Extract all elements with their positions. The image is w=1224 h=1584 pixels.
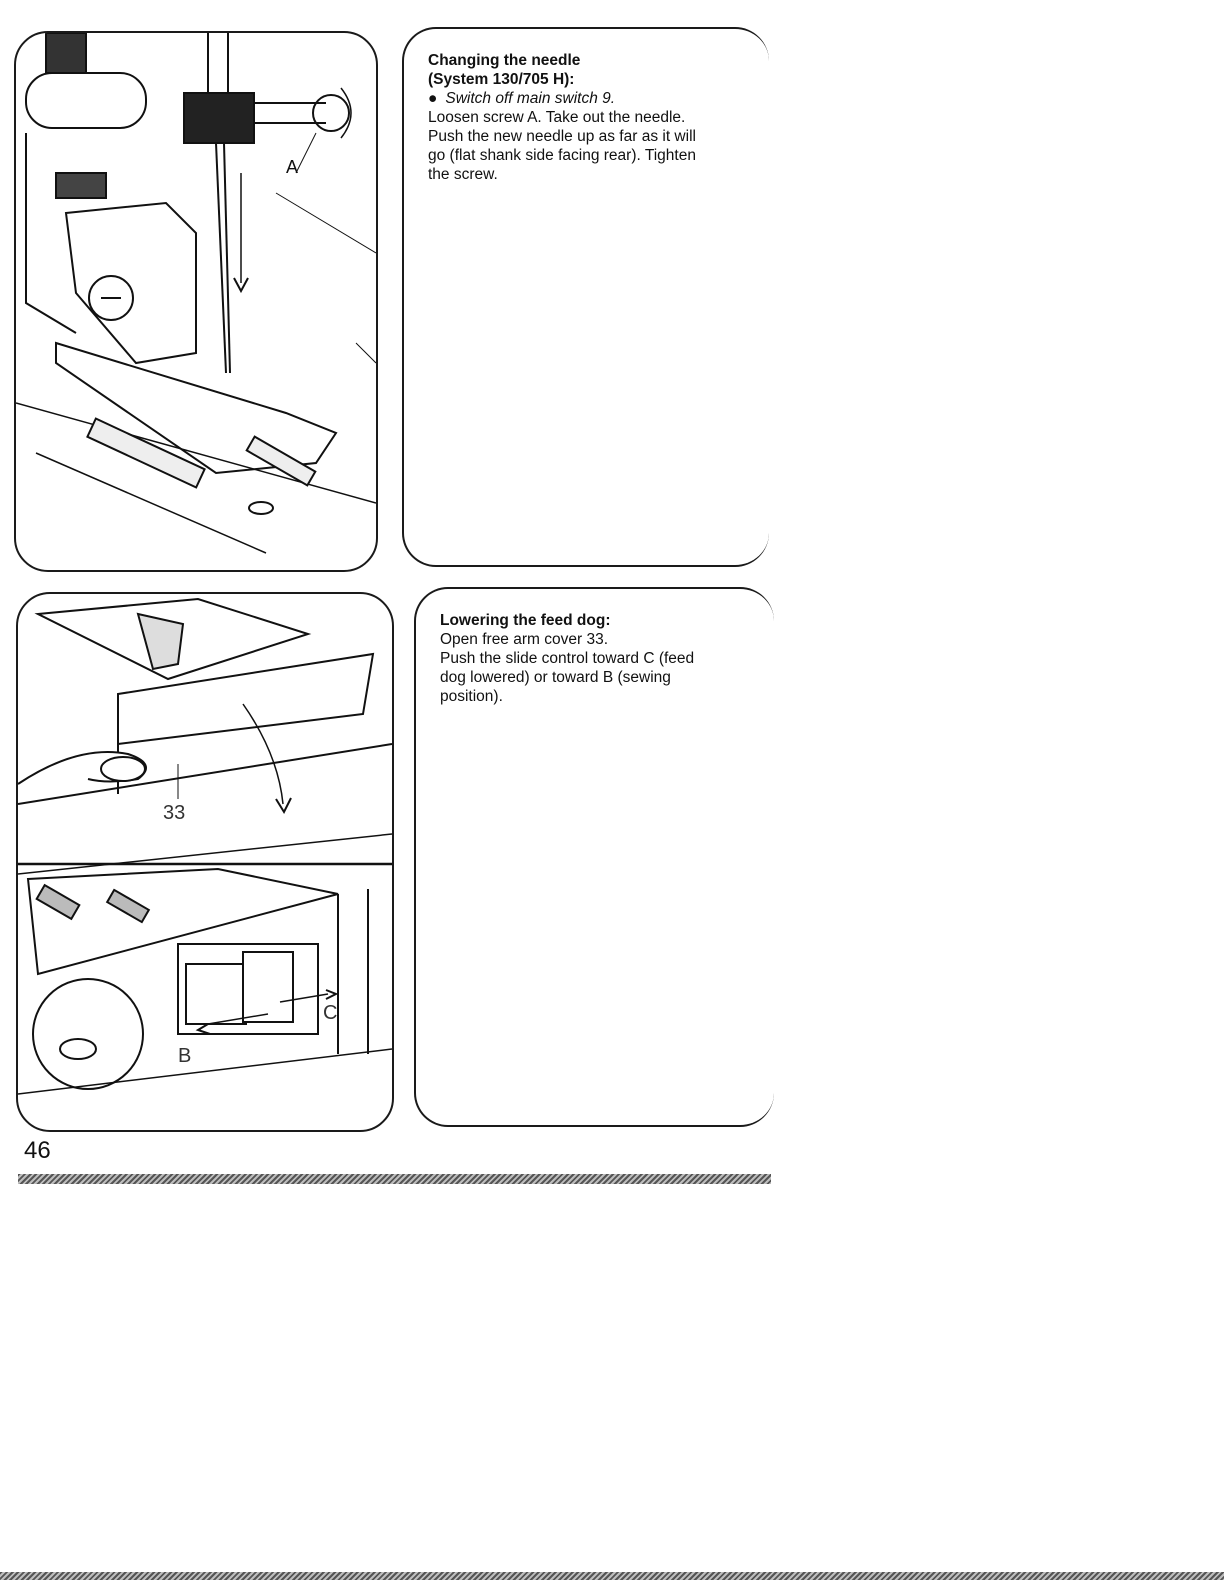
body-line: Push the slide control toward C (feed bbox=[440, 650, 695, 667]
label-c: C bbox=[323, 1002, 337, 1024]
body-line: go (flat shank side facing rear). Tighte… bbox=[428, 147, 696, 164]
label-33: 33 bbox=[163, 802, 185, 824]
switch-off-instruction: ●Switch off main switch 9. bbox=[428, 90, 616, 107]
body-line: Loosen screw A. Take out the needle. bbox=[428, 109, 686, 126]
body-line: Open free arm cover 33. bbox=[440, 631, 608, 648]
lowering-feed-dog-panel: Lowering the feed dog: Open free arm cov… bbox=[414, 587, 774, 1127]
body-line: the screw. bbox=[428, 166, 498, 183]
page-number: 46 bbox=[24, 1137, 51, 1164]
footer-rule bbox=[18, 1174, 771, 1184]
changing-needle-panel: Changing the needle (System 130/705 H): … bbox=[402, 27, 769, 567]
page-bottom-rule bbox=[0, 1572, 1224, 1580]
body-line: position). bbox=[440, 688, 503, 705]
body-line: dog lowered) or toward B (sewing bbox=[440, 669, 671, 686]
section-title-line2: (System 130/705 H): bbox=[428, 71, 575, 88]
label-b: B bbox=[178, 1045, 191, 1067]
section-title-line1: Changing the needle bbox=[428, 52, 581, 69]
label-a: A bbox=[286, 157, 298, 177]
bullet-icon: ● bbox=[428, 90, 438, 107]
body-line: Push the new needle up as far as it will bbox=[428, 128, 696, 145]
needle-change-illustration: A bbox=[14, 31, 378, 572]
feed-dog-illustration: 33 B C bbox=[16, 592, 394, 1132]
section-title: Lowering the feed dog: bbox=[440, 612, 611, 629]
